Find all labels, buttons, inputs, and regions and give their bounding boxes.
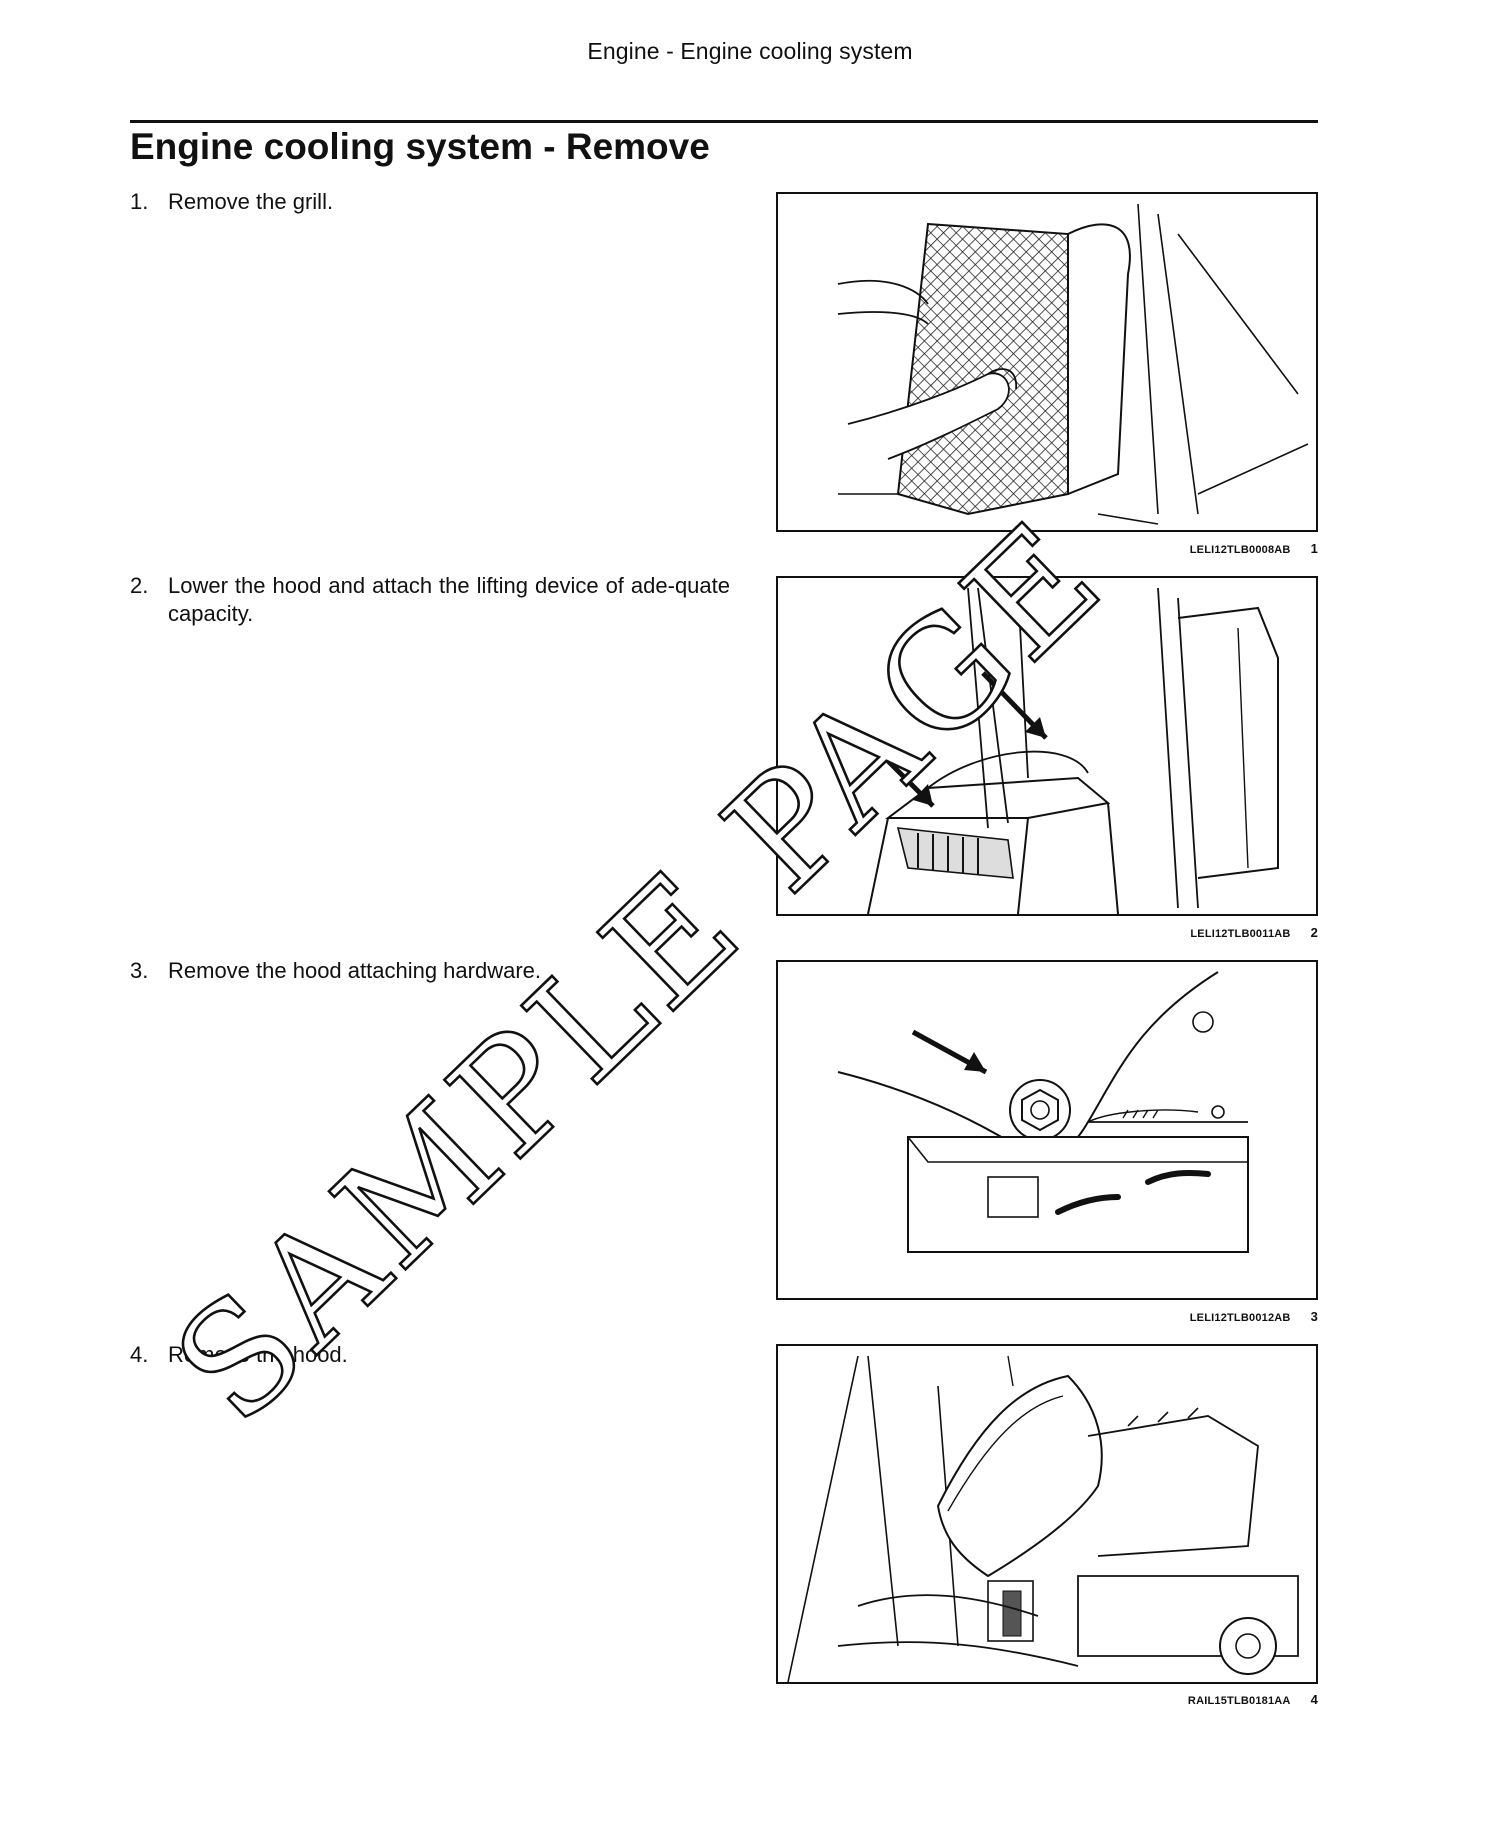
step-number: 2. bbox=[130, 573, 149, 598]
grill-illustration bbox=[837, 203, 1309, 525]
step-4: 4. Remove the hood. bbox=[130, 1341, 730, 1369]
figure-number: 3 bbox=[1310, 1309, 1318, 1324]
figure-4-caption: RAIL15TLB0181AA 4 bbox=[1000, 1692, 1318, 1707]
figure-2-caption: LELI12TLB0011AB 2 bbox=[1000, 925, 1318, 940]
hood-lifting-illustration bbox=[867, 587, 1279, 914]
figure-code: LELI12TLB0011AB bbox=[1190, 928, 1291, 940]
figure-1-caption: LELI12TLB0008AB 1 bbox=[1000, 541, 1318, 556]
figure-code: LELI12TLB0008AB bbox=[1189, 544, 1291, 556]
step-1: 1. Remove the grill. bbox=[130, 188, 730, 216]
figure-number: 2 bbox=[1310, 925, 1318, 940]
step-text: Remove the grill. bbox=[168, 189, 334, 214]
step-text: Remove the hood attaching hardware. bbox=[168, 958, 542, 983]
figure-code: RAIL15TLB0181AA bbox=[1187, 1695, 1291, 1707]
step-text: Lower the hood and attach the lifting de… bbox=[168, 573, 730, 626]
step-3: 3. Remove the hood attaching hardware. bbox=[130, 957, 730, 985]
section-title: Engine cooling system - Remove bbox=[130, 126, 710, 167]
figure-2-hood-lifting bbox=[776, 576, 1318, 916]
step-2: 2. Lower the hood and attach the lifting… bbox=[130, 572, 730, 628]
figure-number: 1 bbox=[1310, 541, 1318, 556]
figure-code: LELI12TLB0012AB bbox=[1189, 1312, 1291, 1324]
step-number: 3. bbox=[130, 958, 149, 983]
step-text: Remove the hood. bbox=[168, 1342, 348, 1367]
header-rule bbox=[130, 120, 1318, 123]
step-number: 1. bbox=[130, 189, 149, 214]
attaching-hardware-illustration bbox=[837, 971, 1249, 1253]
figure-1-grill-removal bbox=[776, 192, 1318, 532]
figure-4-hood-removal bbox=[776, 1344, 1318, 1684]
step-number: 4. bbox=[130, 1342, 149, 1367]
figure-3-caption: LELI12TLB0012AB 3 bbox=[1000, 1309, 1318, 1324]
figure-3-attaching-hardware bbox=[776, 960, 1318, 1300]
running-header: Engine - Engine cooling system bbox=[587, 38, 913, 64]
figure-number: 4 bbox=[1310, 1692, 1318, 1707]
hood-removal-illustration bbox=[787, 1355, 1299, 1682]
